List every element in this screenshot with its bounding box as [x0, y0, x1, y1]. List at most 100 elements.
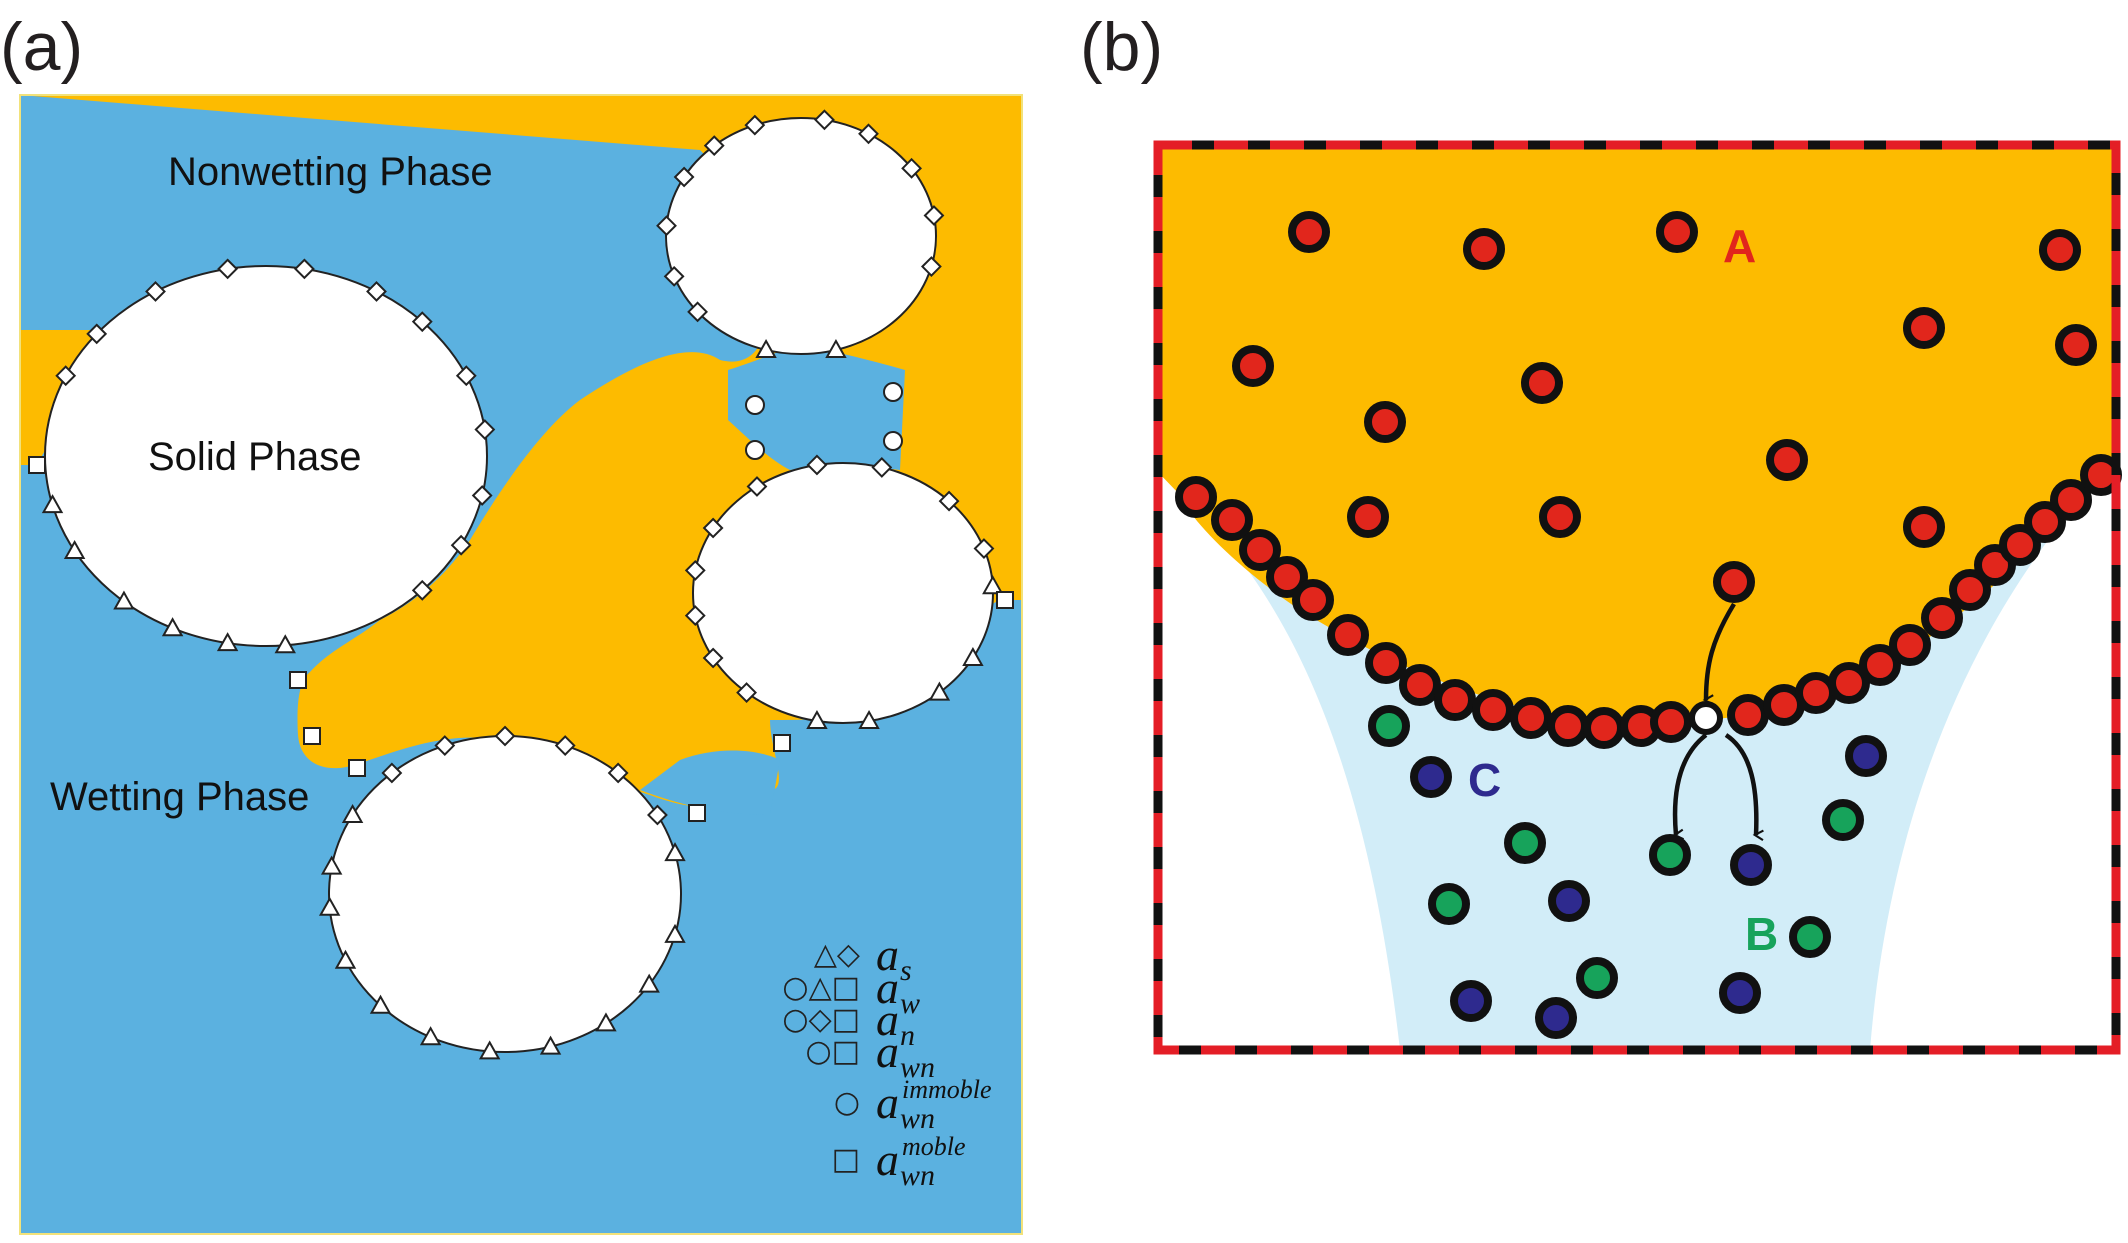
diamond-marker: [145, 281, 166, 302]
diamond-marker: [607, 762, 629, 784]
panel-a: Nonwetting Phase Solid Phase Wetting Pha…: [20, 95, 1022, 1234]
interface-particle: [1547, 705, 1589, 747]
adsorption-arrow: [1702, 602, 1736, 706]
particle-c: [1548, 880, 1590, 922]
nonwetting-phase-label: Nonwetting Phase: [168, 150, 493, 194]
circle-marker: [883, 382, 903, 402]
particle-b: [1649, 834, 1691, 876]
wetting-throat-lower: [640, 750, 780, 815]
particle-a: [1903, 506, 1945, 548]
triangle-marker: [63, 539, 86, 559]
interface-particle: [1828, 662, 1870, 704]
particle-a: [1521, 362, 1563, 404]
wetting-phase-label: Wetting Phase: [50, 775, 309, 819]
interface-markers: [28, 109, 1014, 1060]
legend-variable: a: [876, 962, 899, 1013]
diamond-marker: [366, 281, 387, 302]
diamond-marker: [920, 256, 942, 277]
triangle-marker: [320, 855, 343, 875]
particle-b: [1428, 883, 1470, 925]
triangle-marker: [341, 803, 364, 823]
diamond-marker: [86, 323, 108, 345]
wetting-throat-upper: [728, 345, 905, 470]
interface-particle: [1327, 614, 1369, 656]
diamond-marker: [217, 258, 239, 280]
interface-particle: [1795, 672, 1837, 714]
particle-a: [1656, 211, 1698, 253]
triangle-marker: [806, 709, 828, 730]
particle-a: [1903, 307, 1945, 349]
diamond-marker: [471, 485, 493, 506]
diamond-marker: [55, 365, 77, 387]
triangle-marker: [113, 590, 135, 610]
adsorption-site: [1689, 701, 1723, 735]
particle-a: [1364, 401, 1406, 443]
desorption-arrow-right: [1724, 733, 1764, 842]
panel-a-border: [19, 94, 1023, 1235]
interface-particle: [1650, 701, 1692, 743]
particle-c: [1730, 844, 1772, 886]
interface-particle: [1434, 679, 1476, 721]
particle-a: [1766, 439, 1808, 481]
domain-frame-red-dashed: [1153, 140, 2121, 1055]
legend-variable: a: [876, 1077, 899, 1128]
diamond-marker: [381, 762, 403, 784]
desorption-arrow-left: [1672, 733, 1708, 841]
square-marker: [289, 671, 307, 689]
circle-marker: [745, 440, 765, 460]
particle-a: [1539, 496, 1581, 538]
diamond-marker: [411, 311, 433, 333]
particle-a: [1347, 496, 1389, 538]
interface-particle: [1949, 569, 1991, 611]
diamond-marker: [293, 258, 315, 280]
interface-particle: [1921, 597, 1963, 639]
diamond-marker: [411, 579, 433, 601]
particle-a: [1288, 211, 1330, 253]
particles: [1175, 211, 2122, 1039]
legend-subscript: wn: [900, 1159, 935, 1192]
diamond-marker: [973, 538, 995, 559]
particle-b: [1368, 705, 1410, 747]
solid-phase-label: Solid Phase: [148, 435, 361, 479]
interface-particle: [1365, 642, 1407, 684]
triangle-marker: [539, 1035, 562, 1055]
diamond-marker: [901, 157, 923, 179]
diamond-marker: [494, 725, 516, 747]
particle-c: [1535, 997, 1577, 1039]
legend-variable: a: [876, 929, 899, 980]
triangle-marker: [161, 617, 184, 637]
diamond-marker: [554, 735, 576, 756]
triangle-marker: [274, 634, 296, 654]
particle-a: [1232, 345, 1274, 387]
diamond-marker: [656, 215, 677, 237]
triangle-marker: [216, 632, 239, 652]
particle-b: [1576, 957, 1618, 999]
interface-particle: [1472, 689, 1514, 731]
triangle-marker: [638, 973, 660, 993]
label-a: A: [1723, 220, 1756, 272]
particle-a: [2055, 324, 2097, 366]
diamond-marker: [663, 265, 685, 287]
particle-b: [1822, 799, 1864, 841]
diamond-marker: [684, 560, 706, 581]
triangle-marker: [664, 842, 686, 862]
legend-subscript: w: [900, 987, 920, 1020]
legend-symbols: ○△□: [782, 970, 860, 1005]
panel-b: A B C: [1153, 140, 2122, 1055]
legend-subscript: wn: [900, 1102, 935, 1135]
legend-variable: a: [876, 994, 899, 1045]
interface-particle: [1889, 624, 1931, 666]
interface-particle: [1211, 499, 1253, 541]
interface-particle: [1999, 524, 2041, 566]
interface-particle: [1175, 476, 1217, 518]
diamond-marker: [474, 419, 496, 440]
square-marker: [996, 591, 1014, 609]
legend-symbols: □: [832, 1142, 860, 1177]
legend-subscript: n: [900, 1019, 915, 1052]
triangle-marker: [858, 709, 880, 730]
diamond-marker: [687, 301, 708, 323]
triangle-marker: [755, 338, 777, 358]
triangle-marker: [595, 1012, 617, 1032]
